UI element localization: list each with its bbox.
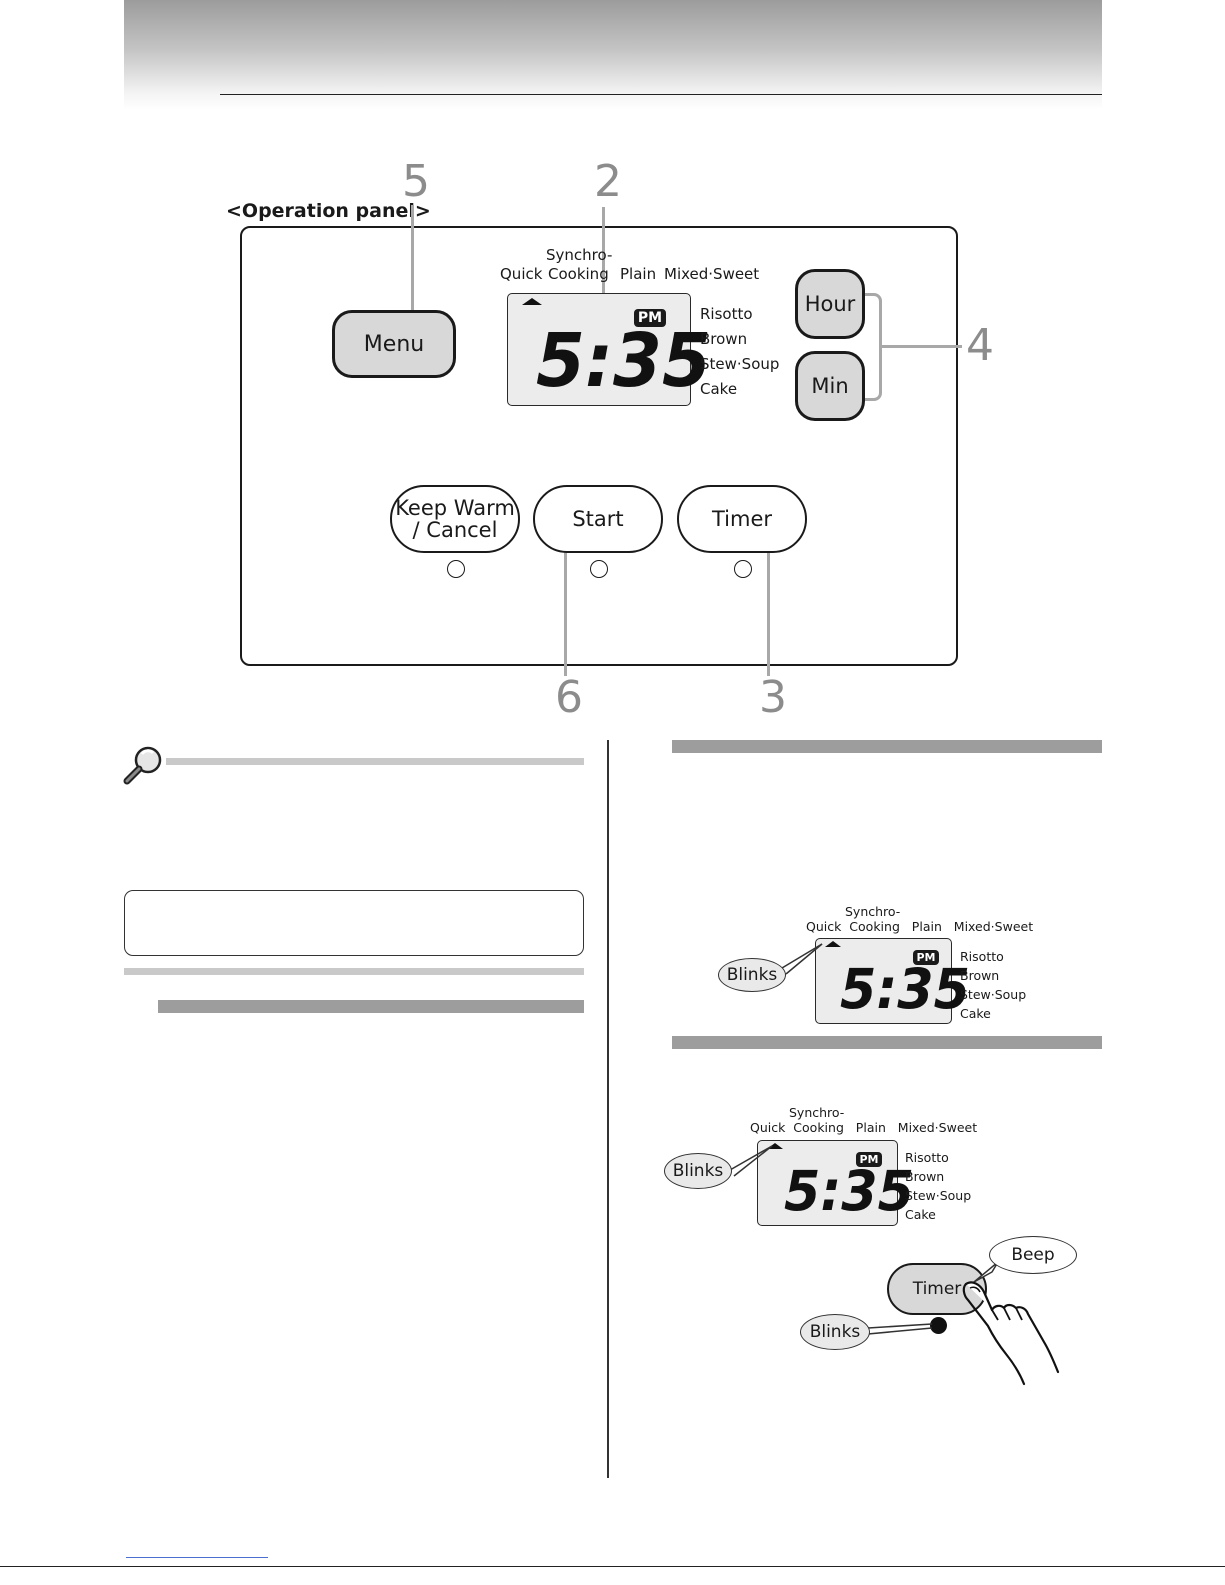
illus2-lcd-display: PM 5:35: [757, 1140, 914, 1226]
lcd-time: 5:35: [536, 318, 711, 404]
illus1-lcd-time: 5:35: [840, 957, 970, 1021]
menu-label-stew-soup: Stew·Soup: [700, 355, 780, 373]
illus1-label-synchro: Synchro-: [845, 904, 901, 919]
illus1-menu-labels: Synchro-Quick Cooking Plain Mixed·Sweet: [806, 904, 1033, 934]
illus2-timer-button: Timer: [887, 1263, 987, 1315]
operation-panel-frame: [240, 226, 958, 666]
callout-line-display: [602, 207, 605, 305]
menu-label-plain: Plain: [620, 265, 657, 283]
illus2-timer-led-lit: [930, 1317, 947, 1334]
callout-line-timer: [767, 538, 770, 676]
operation-panel-heading: <Operation panel>: [226, 200, 431, 222]
illus1-blinks-pointer: [781, 943, 823, 975]
callout-5: 5: [402, 156, 430, 207]
illus1-label-risotto: Risotto: [960, 949, 1004, 964]
callout-4: 4: [966, 320, 994, 371]
illus2-label-risotto: Risotto: [905, 1150, 949, 1165]
illus1-label-stew-soup: Stew·Soup: [960, 987, 1027, 1002]
menu-label-quick: Quick: [500, 265, 543, 283]
illus2-label-brown: Brown: [905, 1169, 945, 1184]
illus1-lcd-display: PM 5:35: [815, 938, 970, 1024]
callout-6: 6: [555, 672, 583, 723]
keep-warm-led: [447, 560, 465, 578]
column-divider: [607, 740, 609, 1478]
menu-label-risotto: Risotto: [700, 305, 753, 323]
illus2-led-pointer: [867, 1323, 933, 1335]
illus1-menu-indicator-triangle: [825, 941, 841, 947]
illus2-blinks-pointer: [729, 1145, 773, 1177]
magnifier-icon: [123, 746, 162, 785]
start-button[interactable]: Start: [533, 485, 663, 553]
menu-button[interactable]: Menu: [332, 310, 456, 378]
illus2-label-row: Quick Cooking Plain Mixed·Sweet: [750, 1120, 978, 1135]
illus1-label-brown: Brown: [960, 968, 1000, 983]
header-band: [124, 0, 1102, 110]
lcd-display: PM 5:35: [507, 293, 711, 406]
callout-bracket-hour-min: [862, 293, 882, 401]
callout-3: 3: [759, 672, 787, 723]
start-led: [590, 560, 608, 578]
callout-line-hour-min: [882, 345, 962, 348]
right-section-heading-bar-1: [672, 740, 1102, 753]
menu-label-cake: Cake: [700, 380, 738, 398]
illus1-blinks-bubble: Blinks: [718, 958, 786, 992]
illus1-pm-indicator: PM: [913, 950, 939, 965]
illus2-menu-indicator-triangle: [767, 1143, 783, 1149]
callout-line-start: [564, 538, 567, 676]
keep-warm-cancel-button[interactable]: Keep Warm / Cancel: [390, 485, 520, 553]
illus2-beep-pointer: [973, 1261, 999, 1283]
note-box: [124, 890, 584, 956]
illus2-side-labels: Risotto Brown Stew·Soup Cake: [905, 1148, 971, 1224]
header-rule: [220, 94, 1102, 95]
timer-button[interactable]: Timer: [677, 485, 807, 553]
illus2-lcd-time: 5:35: [784, 1159, 914, 1223]
hour-button[interactable]: Hour: [795, 269, 865, 339]
callout-line-menu: [411, 205, 414, 312]
min-button[interactable]: Min: [795, 351, 865, 421]
left-section-heading-bar: [158, 1000, 584, 1013]
illus1-label-row: Quick Cooking Plain Mixed·Sweet: [806, 919, 1034, 934]
menu-label-synchro: Synchro-: [546, 246, 613, 264]
keep-warm-label: Keep Warm: [395, 496, 515, 520]
illus1-label-cake: Cake: [960, 1006, 991, 1021]
menu-label-brown: Brown: [700, 330, 748, 348]
illus2-blinks-bubble-display: Blinks: [664, 1153, 732, 1189]
menu-label-mixed-sweet: Mixed·Sweet: [664, 265, 760, 283]
section-divider-bar: [124, 968, 584, 975]
footer-rule: [0, 1566, 1225, 1567]
menu-label-cooking: Cooking: [548, 265, 609, 283]
timer-led: [734, 560, 752, 578]
cancel-label: / Cancel: [412, 518, 498, 542]
illus1-side-labels: Risotto Brown Stew·Soup Cake: [960, 947, 1026, 1023]
pressing-hand-icon: [962, 1281, 1060, 1386]
tip-header-bar: [166, 758, 584, 765]
illus2-label-stew-soup: Stew·Soup: [905, 1188, 972, 1203]
callout-2: 2: [594, 156, 622, 207]
illus2-blinks-bubble-led: Blinks: [800, 1314, 870, 1350]
illus2-menu-labels: Synchro-Quick Cooking Plain Mixed·Sweet: [750, 1105, 977, 1135]
menu-indicator-triangle: [522, 298, 542, 305]
illus2-beep-bubble: Beep: [989, 1236, 1077, 1274]
illus2-label-cake: Cake: [905, 1207, 936, 1222]
menu-side-labels: Risotto Brown Stew·Soup Cake: [700, 302, 779, 402]
illus2-pm-indicator: PM: [856, 1152, 882, 1167]
right-section-heading-bar-2: [672, 1036, 1102, 1049]
illus2-label-synchro: Synchro-: [789, 1105, 845, 1120]
pm-indicator: PM: [634, 309, 666, 327]
footer-link-underline: [126, 1557, 268, 1558]
